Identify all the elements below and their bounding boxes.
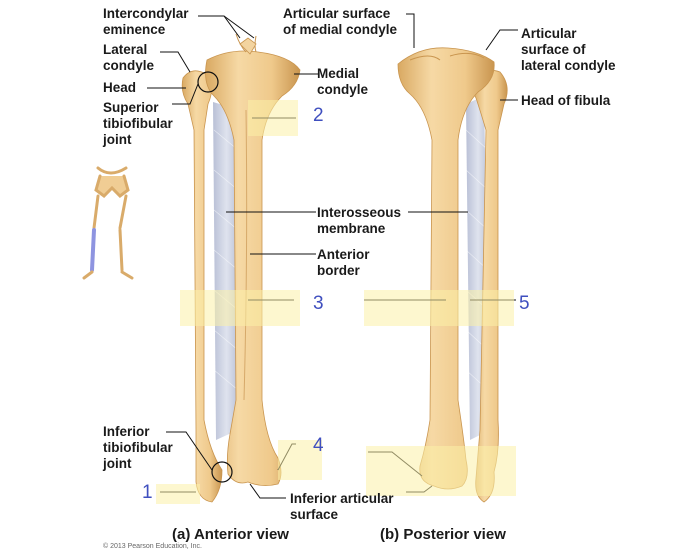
highlight-box-4a [278, 440, 322, 480]
inferior-tibiofibular-joint-marker [211, 461, 233, 483]
interosseous-membrane-anterior [213, 102, 240, 440]
caption-posterior-view: (b) Posterior view [380, 526, 506, 543]
blank-number-3: 3 [313, 293, 324, 314]
blank-number-4: 4 [313, 435, 324, 456]
label-intercondylar-eminence: Intercondylar eminence [103, 6, 189, 37]
label-head-of-fibula: Head of fibula [521, 93, 611, 108]
label-medial-condyle: Medial condyle [317, 66, 369, 97]
label-articular-surface-lateral-condyle: Articular surface of lateral condyle [521, 26, 616, 73]
posterior-view-bones [397, 47, 508, 503]
highlight-box-4b [366, 446, 516, 496]
label-anterior-border: Anterior border [317, 247, 370, 278]
anterior-view-bones [181, 33, 301, 503]
skeleton-thumbnail [82, 166, 134, 280]
label-articular-surface-medial-condyle: Articular surface of medial condyle [283, 6, 398, 37]
label-interosseous-membrane: Interosseous membrane [317, 205, 402, 236]
superior-tibiofibular-joint-marker [197, 71, 219, 93]
highlight-box-2 [248, 100, 298, 136]
highlight-box-5 [364, 290, 514, 326]
label-superior-tibiofibular-joint: Superior tibiofibular joint [103, 100, 173, 147]
blank-number-1: 1 [142, 482, 153, 503]
highlight-box-1 [156, 484, 200, 504]
label-inferior-tibiofibular-joint: Inferior tibiofibular joint [103, 424, 173, 471]
blank-number-5: 5 [519, 293, 530, 314]
copyright-notice: © 2013 Pearson Education, Inc. [103, 543, 202, 550]
label-inferior-articular-surface: Inferior articular surface [290, 491, 394, 522]
highlight-box-3 [180, 290, 300, 326]
caption-anterior-view: (a) Anterior view [172, 526, 289, 543]
label-lateral-condyle: Lateral condyle [103, 42, 155, 73]
label-head: Head [103, 80, 137, 95]
blank-number-2: 2 [313, 105, 324, 126]
